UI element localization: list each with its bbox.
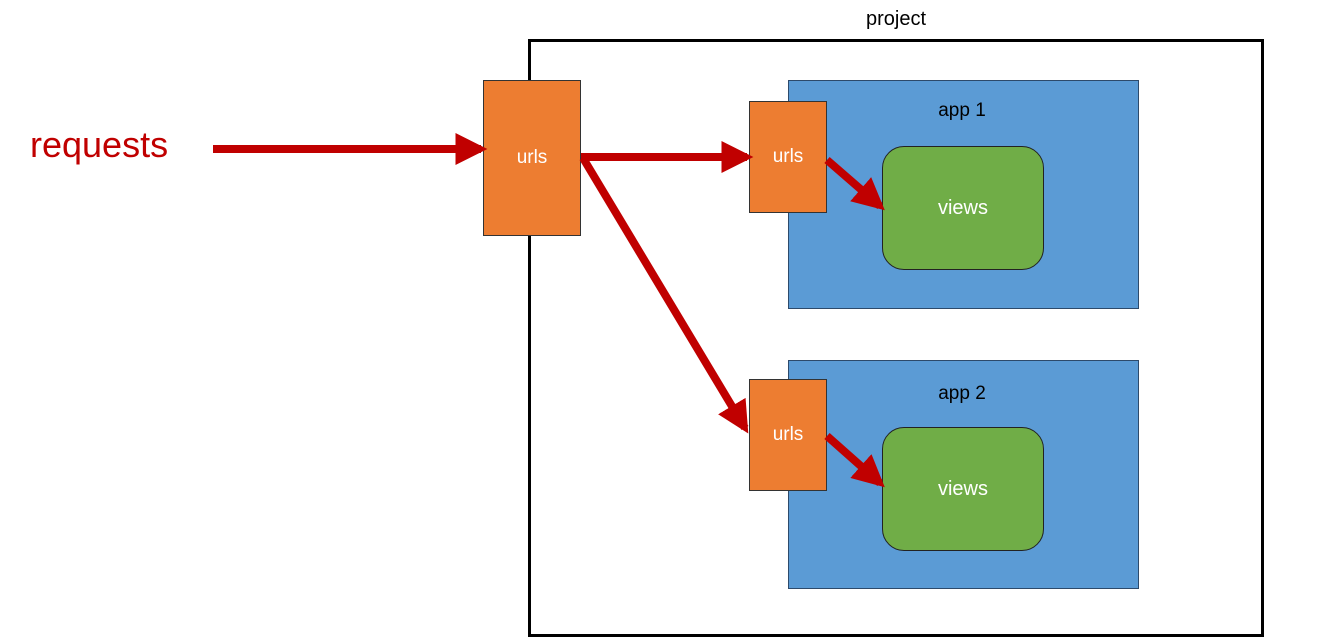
app-2-urls-to-views-arrow	[824, 433, 885, 488]
project-urls-box: urls	[483, 80, 581, 236]
app-1-urls-box: urls	[749, 101, 827, 213]
project-container	[528, 39, 1264, 637]
app-1-views-box: views	[882, 146, 1044, 270]
app-2-views-box: views	[882, 427, 1044, 551]
urls-to-app-2-arrow	[579, 155, 749, 434]
app-1-label: app 1	[938, 100, 986, 121]
project-label: project	[865, 8, 927, 30]
requests-label: requests	[30, 124, 169, 165]
app-2-urls-box: urls	[749, 379, 827, 491]
app-2-label: app 2	[938, 383, 986, 404]
app-1-urls-to-views-arrow	[824, 156, 885, 211]
